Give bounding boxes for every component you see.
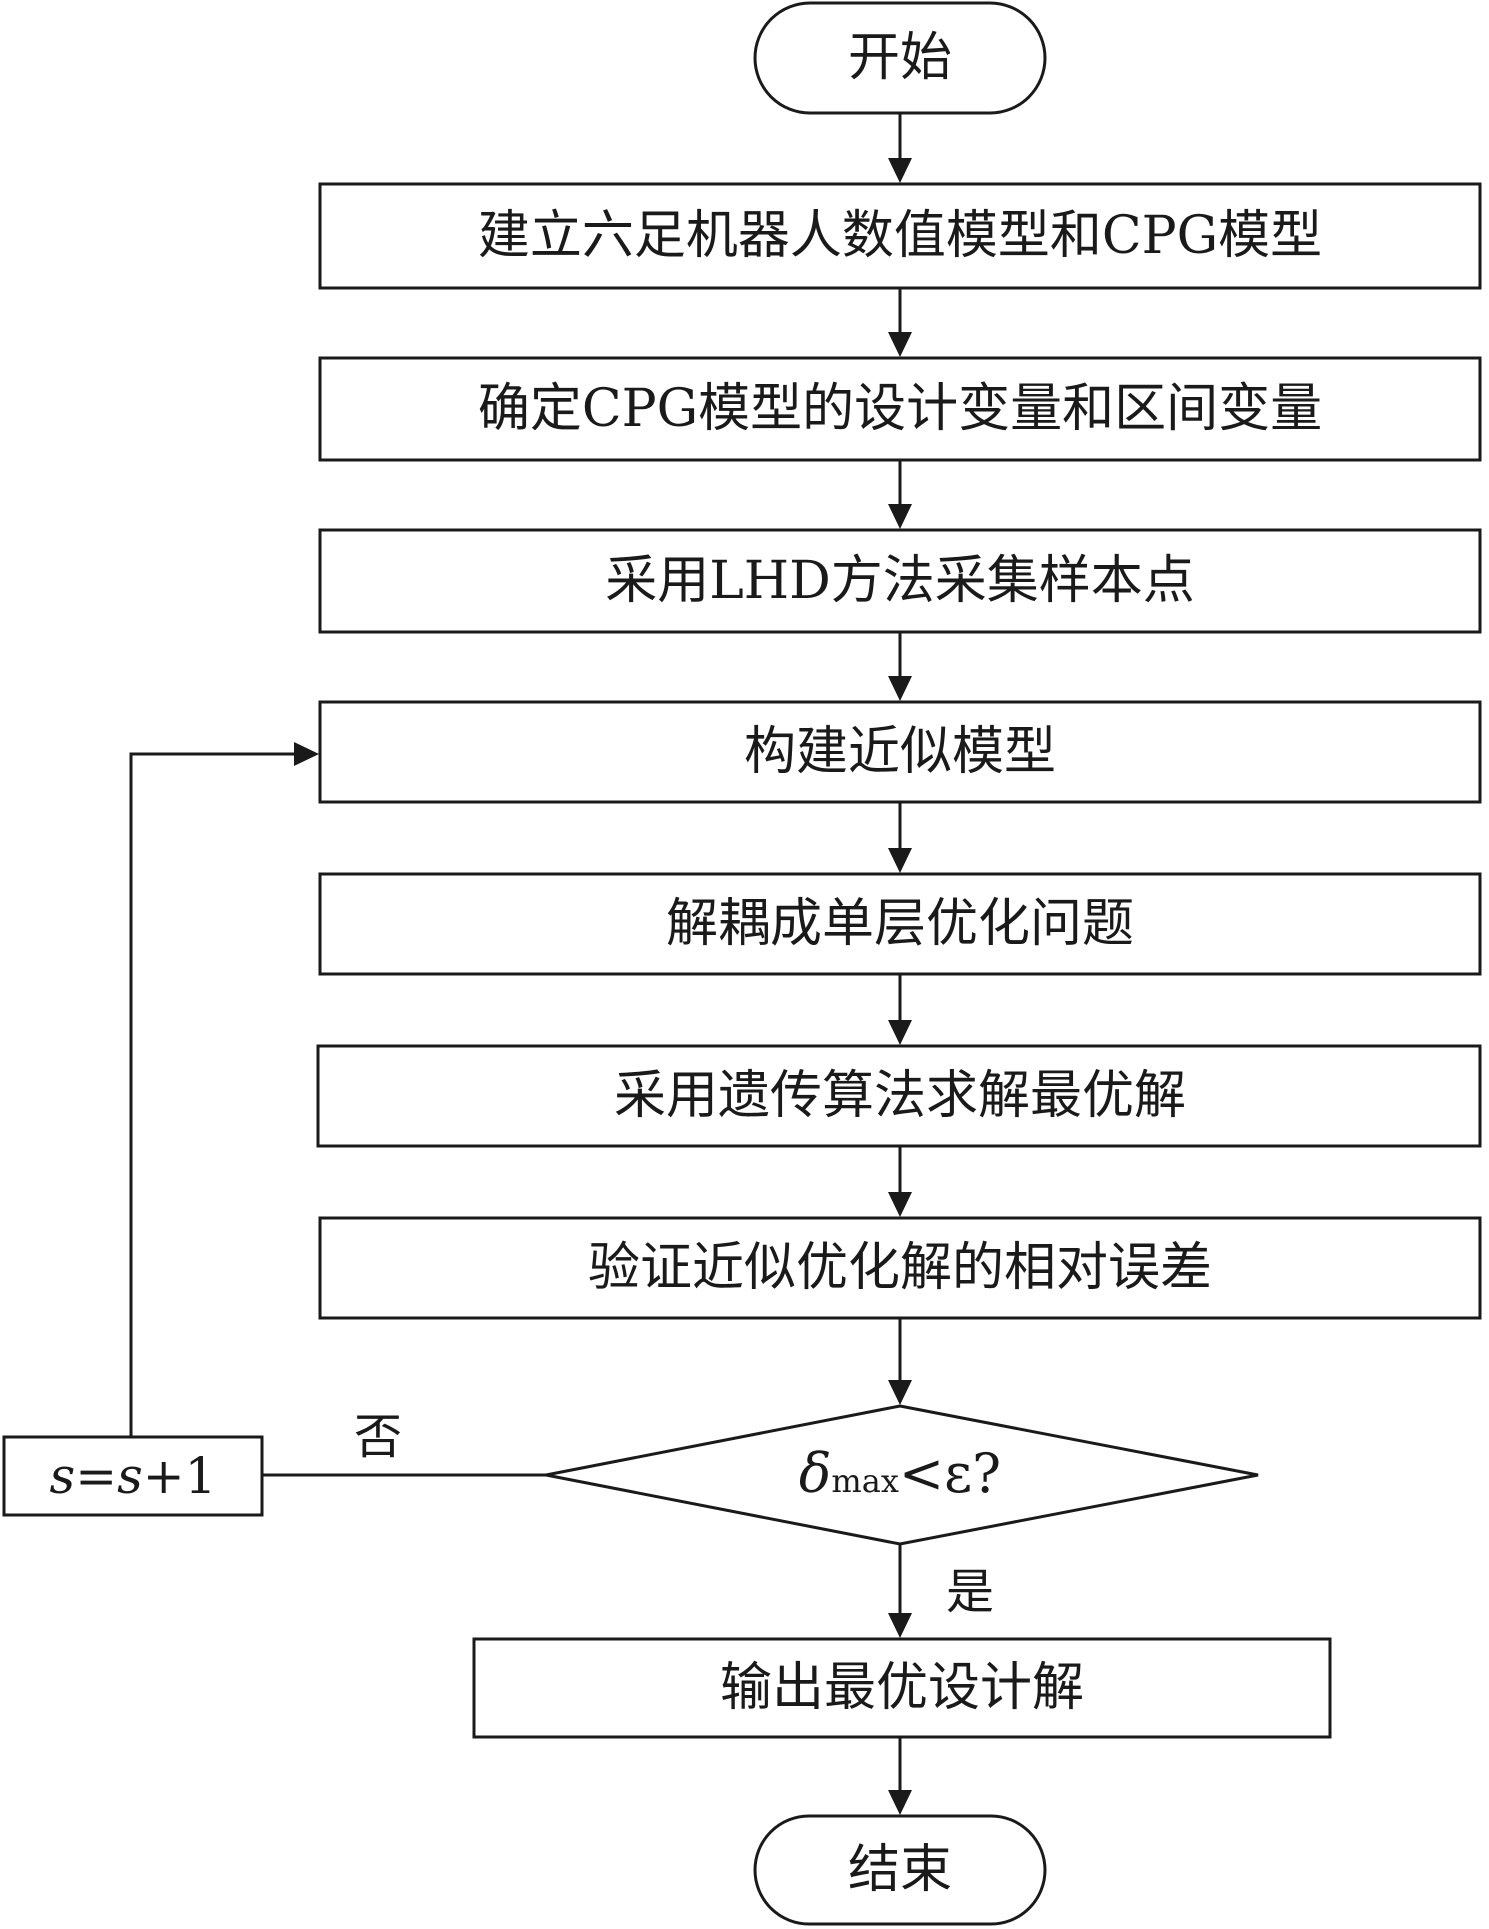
decision-delta: δ bbox=[799, 1442, 832, 1505]
arrow-step5-to-step6 bbox=[888, 974, 912, 1045]
end-label: 结束 bbox=[848, 1840, 952, 1900]
step-2-label: 确定CPG模型的设计变量和区间变量 bbox=[478, 379, 1322, 439]
arrow-step3-to-step4 bbox=[888, 632, 912, 701]
start-label: 开始 bbox=[848, 28, 952, 88]
loop-increment-label: s=s+1 bbox=[50, 1447, 217, 1505]
step-4-box: 构建近似模型 bbox=[318, 700, 1482, 804]
step-2-box: 确定CPG模型的设计变量和区间变量 bbox=[318, 356, 1482, 462]
step-1-label: 建立六足机器人数值模型和CPG模型 bbox=[478, 206, 1322, 266]
decision-node: δmax<ε? bbox=[545, 1404, 1259, 1546]
decision-label: δmax<ε? bbox=[799, 1442, 1001, 1505]
step-7-box: 验证近似优化解的相对误差 bbox=[318, 1216, 1482, 1320]
end-node: 结束 bbox=[753, 1814, 1047, 1926]
output-box: 输出最优设计解 bbox=[472, 1637, 1332, 1739]
step-3-label: 采用LHD方法采集样本点 bbox=[605, 551, 1195, 611]
yes-label: 是 bbox=[946, 1564, 994, 1620]
step-7-label: 验证近似优化解的相对误差 bbox=[588, 1238, 1212, 1298]
arrow-step7-to-decision bbox=[888, 1318, 912, 1405]
step-4-label: 构建近似模型 bbox=[744, 722, 1056, 782]
loop-increment-box: s=s+1 bbox=[2, 1435, 264, 1517]
step-6-label: 采用遗传算法求解最优解 bbox=[614, 1066, 1186, 1126]
step-6-box: 采用遗传算法求解最优解 bbox=[316, 1044, 1482, 1148]
loop-rhs: s bbox=[117, 1447, 143, 1505]
arrow-decision-to-output bbox=[888, 1544, 912, 1638]
loop-plus-one: +1 bbox=[143, 1447, 217, 1505]
no-label: 否 bbox=[354, 1409, 402, 1465]
step-5-box: 解耦成单层优化问题 bbox=[318, 872, 1482, 976]
loop-eq: = bbox=[75, 1447, 117, 1505]
start-node: 开始 bbox=[753, 1, 1047, 115]
step-3-box: 采用LHD方法采集样本点 bbox=[318, 528, 1482, 634]
arrow-output-to-end bbox=[888, 1737, 912, 1815]
output-label: 输出最优设计解 bbox=[720, 1658, 1084, 1718]
step-1-box: 建立六足机器人数值模型和CPG模型 bbox=[318, 182, 1482, 290]
arrow-step6-to-step7 bbox=[888, 1146, 912, 1217]
arrow-start-to-step1 bbox=[888, 113, 912, 183]
decision-condition: <ε? bbox=[899, 1442, 1001, 1505]
arrow-step4-to-step5 bbox=[888, 802, 912, 873]
step-5-label: 解耦成单层优化问题 bbox=[666, 894, 1134, 954]
arrow-step1-to-step2 bbox=[888, 288, 912, 357]
loop-back-edge bbox=[129, 742, 319, 1437]
loop-lhs: s bbox=[50, 1447, 76, 1505]
arrow-step2-to-step3 bbox=[888, 460, 912, 529]
decision-subscript: max bbox=[831, 1462, 898, 1500]
